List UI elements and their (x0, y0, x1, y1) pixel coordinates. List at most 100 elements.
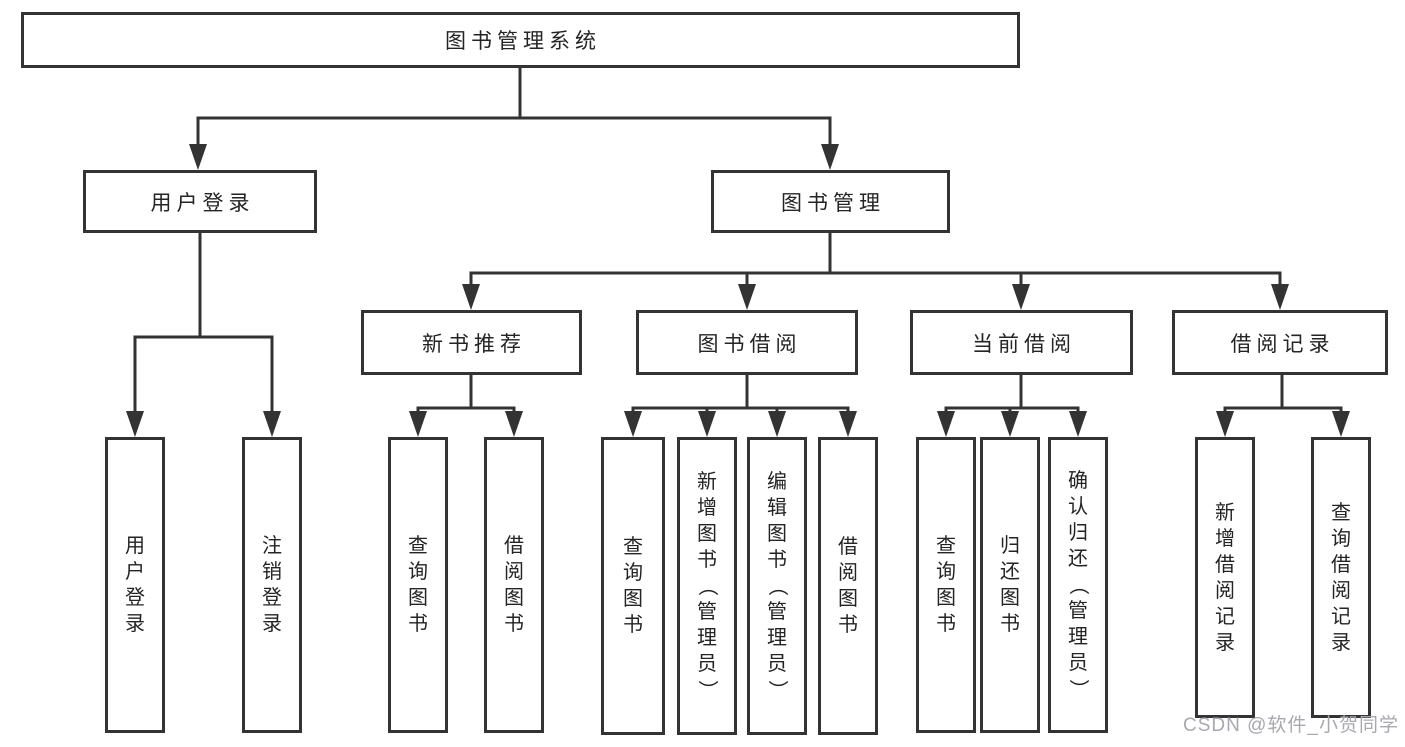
vertical-char: 书 (838, 614, 858, 636)
vertical-char: 户 (125, 561, 145, 583)
vertical-char: 员 (697, 653, 717, 675)
leaf-logout-label: 注销登录 (262, 533, 282, 637)
leaf-bb-query-book-label: 查询图书 (623, 534, 643, 638)
leaf-user-login-label: 用户登录 (125, 533, 145, 637)
arrowhead-icon (189, 144, 207, 170)
vertical-char: 录 (1331, 631, 1351, 654)
vertical-char: （ (1067, 575, 1089, 595)
vertical-char: 图 (623, 588, 643, 610)
arrowhead-icon (263, 411, 281, 437)
vertical-char: ） (766, 680, 788, 700)
vertical-char: （ (766, 576, 788, 596)
arrowhead-icon (462, 284, 480, 310)
leaf-cb-query-book: 查询图书 (916, 437, 976, 733)
arrowhead-icon (698, 411, 716, 437)
leaf-br-add-record: 新增借阅记录 (1195, 437, 1255, 718)
vertical-char: 图 (1000, 587, 1020, 609)
leaf-bb-query-book: 查询图书 (601, 437, 665, 735)
leaf-br-add-record-label: 新增借阅记录 (1215, 500, 1235, 656)
node-book-borrow: 图书借阅 (636, 310, 858, 375)
vertical-char: 管 (697, 601, 717, 623)
node-user-login: 用户登录 (83, 170, 317, 233)
leaf-bb-add-book: 新增图书（管理员） (677, 437, 737, 735)
vertical-char: 书 (408, 613, 428, 635)
vertical-char: 书 (1000, 613, 1020, 635)
leaf-bb-edit-book-label: 编辑图书（管理员） (766, 469, 788, 703)
vertical-char: 销 (262, 561, 282, 583)
node-current-borrow-label: 当前借阅 (972, 332, 1076, 356)
vertical-char: 图 (697, 523, 717, 545)
vertical-char: 增 (697, 497, 717, 519)
vertical-char: ） (1067, 679, 1089, 699)
node-current-borrow: 当前借阅 (910, 310, 1133, 375)
arrowhead-icon (937, 411, 955, 437)
vertical-char: 书 (936, 613, 956, 635)
node-book-management: 图书管理 (711, 170, 950, 233)
vertical-char: 新 (1215, 501, 1235, 524)
node-book-management-label: 图书管理 (781, 191, 885, 215)
vertical-char: 询 (408, 561, 428, 583)
vertical-char: 编 (767, 471, 787, 493)
vertical-char: 阅 (838, 562, 858, 584)
vertical-char: 增 (1215, 527, 1235, 550)
node-user-login-label: 用户登录 (150, 191, 255, 215)
vertical-char: 还 (1000, 561, 1020, 583)
leaf-bb-edit-book: 编辑图书（管理员） (747, 437, 807, 735)
arrowhead-icon (768, 411, 786, 437)
arrowhead-icon (1001, 411, 1019, 437)
arrowhead-icon (1069, 411, 1087, 437)
node-new-book-recommend: 新书推荐 (361, 310, 582, 375)
vertical-char: 员 (1068, 652, 1088, 674)
vertical-char: 登 (125, 587, 145, 609)
node-root-label: 图书管理系统 (445, 30, 601, 53)
leaf-logout: 注销登录 (242, 437, 302, 733)
arrowhead-icon (1216, 411, 1234, 437)
vertical-char: 书 (623, 614, 643, 636)
vertical-char: 确 (1068, 470, 1088, 492)
vertical-char: 询 (1331, 527, 1351, 550)
vertical-char: 管 (767, 601, 787, 623)
leaf-cb-return-book: 归还图书 (980, 437, 1040, 733)
vertical-char: 借 (504, 535, 524, 557)
vertical-char: 记 (1331, 605, 1351, 628)
watermark: CSDN @软件_小贺同学 (1183, 715, 1399, 736)
vertical-char: 书 (504, 613, 524, 635)
vertical-char: 查 (408, 535, 428, 557)
vertical-char: 员 (767, 653, 787, 675)
leaf-nb-borrow-book-label: 借阅图书 (504, 533, 524, 637)
vertical-char: 图 (767, 523, 787, 545)
vertical-char: 图 (504, 587, 524, 609)
leaf-cb-query-book-label: 查询图书 (936, 533, 956, 637)
vertical-char: 新 (697, 471, 717, 493)
vertical-char: 书 (767, 549, 787, 571)
vertical-char: （ (696, 576, 718, 596)
vertical-char: 记 (1215, 605, 1235, 628)
vertical-char: 书 (697, 549, 717, 571)
leaf-nb-borrow-book: 借阅图书 (484, 437, 544, 733)
arrowhead-icon (1271, 284, 1289, 310)
vertical-char: 录 (262, 613, 282, 635)
vertical-char: 查 (1331, 501, 1351, 524)
arrowhead-icon (126, 411, 144, 437)
arrowhead-icon (738, 284, 756, 310)
leaf-cb-confirm-return: 确认归还（管理员） (1048, 437, 1108, 733)
vertical-char: 录 (1215, 631, 1235, 654)
vertical-char: 理 (767, 627, 787, 649)
vertical-char: 认 (1068, 496, 1088, 518)
vertical-char: 理 (1068, 626, 1088, 648)
node-new-book-recommend-label: 新书推荐 (422, 332, 526, 356)
vertical-char: 询 (623, 562, 643, 584)
vertical-char: 图 (408, 587, 428, 609)
vertical-char: 查 (936, 535, 956, 557)
vertical-char: 借 (1331, 553, 1351, 576)
vertical-char: 登 (262, 587, 282, 609)
vertical-char: 阅 (1331, 579, 1351, 602)
vertical-char: 归 (1068, 522, 1088, 544)
node-borrow-record: 借阅记录 (1172, 310, 1388, 375)
vertical-char: 图 (936, 587, 956, 609)
vertical-char: 阅 (504, 561, 524, 583)
vertical-char: 注 (262, 535, 282, 557)
node-borrow-record-label: 借阅记录 (1230, 332, 1335, 356)
